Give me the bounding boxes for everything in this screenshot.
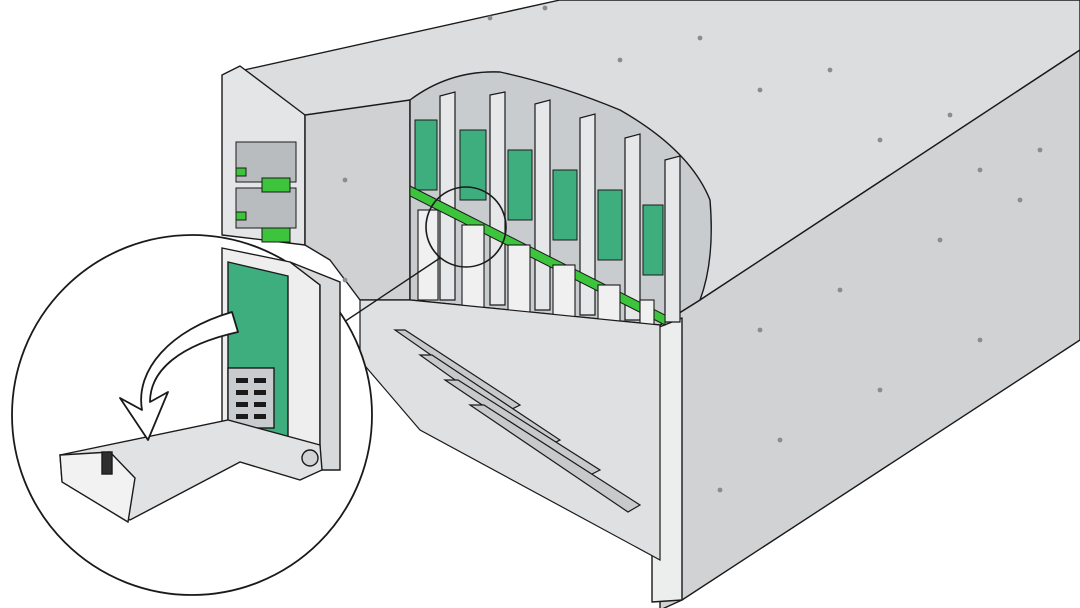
board-2: [459, 129, 487, 201]
connector-pins: [236, 378, 266, 419]
lever-button: [101, 451, 113, 475]
board-6: [642, 204, 664, 276]
carrier-side: [289, 261, 341, 471]
board-3: [507, 149, 533, 221]
port-block-lower: [235, 187, 297, 229]
carrier-connector: [227, 367, 275, 429]
front-panel: [235, 141, 297, 243]
green-latch-small-2: [235, 211, 247, 221]
floor-rails: [393, 329, 642, 513]
lever-pivot: [301, 449, 319, 467]
callout-lever: [59, 419, 323, 524]
rotate-down-arrow-icon: [119, 311, 239, 441]
board-5: [597, 189, 623, 261]
callout-magnifier: [11, 234, 373, 596]
detail-highlight-circle: [425, 186, 507, 268]
board-4: [552, 169, 578, 241]
bay-floor: [359, 299, 661, 562]
chassis-screws: [342, 5, 1043, 493]
callout-leader: [334, 257, 441, 329]
chassis-left-wall: [304, 99, 411, 301]
green-latch-small-1: [235, 167, 247, 177]
green-latch-lower: [261, 227, 291, 243]
board-1: [414, 119, 438, 191]
green-latch-upper: [261, 177, 291, 193]
